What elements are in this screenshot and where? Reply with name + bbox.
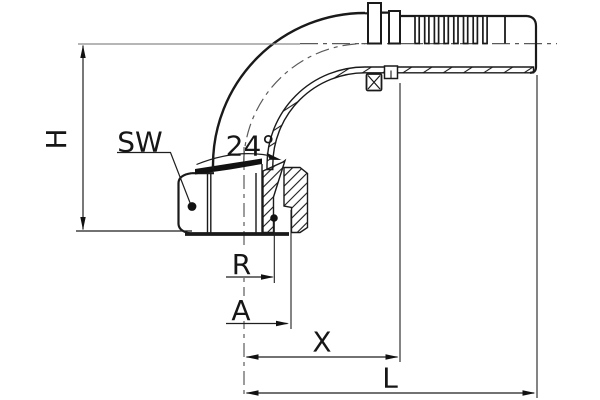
fitting-body-section (262, 158, 309, 234)
dimension-labels: H SW 24° R A X L (40, 126, 398, 395)
x-arrow-left (245, 354, 259, 360)
r-arrow (261, 274, 274, 280)
dim-label-r: R (232, 248, 251, 281)
bend-centerline-arc (243, 43, 366, 166)
l-arrow-right (522, 390, 536, 396)
dim-label-angle: 24° (226, 130, 276, 163)
hose-tail-profile (211, 2, 538, 169)
elbow-outer-arc (211, 11, 366, 169)
body-flange (283, 166, 309, 234)
nut-left-face (177, 172, 192, 235)
x-arrow-right (385, 354, 399, 360)
pipe-end-cap (526, 14, 538, 74)
swivel-nut (177, 158, 289, 236)
dimensions (76, 43, 538, 398)
stop-collar-ridge-2 (388, 10, 401, 45)
stop-collar-ridge-1 (367, 2, 382, 45)
angle-arc (196, 153, 272, 166)
dim-label-l: L (382, 362, 398, 395)
arrowheads (80, 45, 536, 396)
dim-label-h: H (40, 128, 73, 149)
dim-label-x: X (312, 326, 331, 359)
r-leader-dot (270, 214, 278, 222)
nut-flare-rim (195, 158, 262, 175)
dim-label-sw: SW (117, 126, 162, 159)
h-arrow-up (80, 45, 86, 58)
h-arrow-down (80, 217, 86, 230)
angle-arrow (266, 152, 282, 160)
section-wall-band (266, 66, 535, 171)
sw-leader (117, 151, 192, 205)
nut-hex-edges (206, 173, 257, 233)
dim-label-a: A (231, 294, 250, 327)
serration-bars (414, 15, 488, 45)
sw-leader-dot (187, 202, 197, 211)
a-arrow (276, 320, 289, 327)
l-arrow-left (245, 390, 259, 396)
label-backgrounds (228, 249, 254, 321)
seal-detail (365, 73, 383, 92)
hose-tail-section-band (266, 65, 535, 171)
